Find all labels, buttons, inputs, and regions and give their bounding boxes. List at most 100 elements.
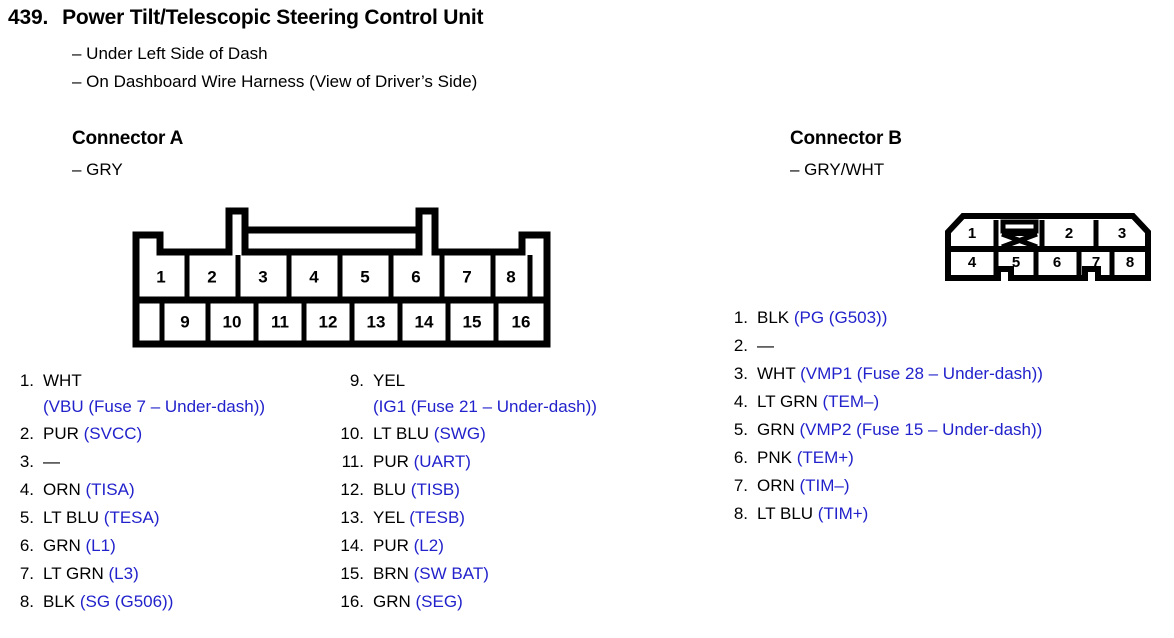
connector-a-bottom-pin-numbers: 9 10 11 12 13 14 15 16 bbox=[180, 312, 530, 331]
subtitle-location: – Under Left Side of Dash bbox=[72, 44, 268, 63]
pin-label-b8: 8 bbox=[1126, 254, 1134, 271]
pin-label-b3: 3 bbox=[1118, 225, 1126, 242]
pin-label-b5: 5 bbox=[1012, 254, 1020, 271]
connector-b-pin-body: WHT (VMP1 (Fuse 28 – Under-dash)) bbox=[757, 360, 1043, 388]
connector-a-pin-signal: (TISB) bbox=[406, 480, 460, 499]
connector-b-pin-wire-color: — bbox=[757, 336, 774, 355]
pin-label-5: 5 bbox=[360, 267, 369, 286]
pin-label-b7: 7 bbox=[1092, 254, 1100, 271]
connector-b-pin-row: 4.LT GRN (TEM–) bbox=[728, 388, 1168, 416]
connector-a-pin-signal: (L3) bbox=[103, 564, 139, 583]
connector-a-pin-body: PUR (UART) bbox=[373, 448, 471, 476]
connector-b-bottom-pin-numbers: 4 5 6 7 8 bbox=[968, 254, 1134, 271]
connector-b-pin-signal: (TIM–) bbox=[794, 476, 850, 495]
connector-a-pin-wire-color: LT BLU bbox=[373, 424, 430, 443]
pin-label-16: 16 bbox=[512, 312, 531, 331]
connector-a-pin-wire-color: PUR bbox=[373, 452, 409, 471]
connector-a-pin-signal: (L2) bbox=[408, 536, 444, 555]
pin-label-10: 10 bbox=[223, 312, 242, 331]
connector-a-pin-index: 9. bbox=[349, 371, 364, 390]
connector-b-pin-row: 8.LT BLU (TIM+) bbox=[728, 500, 1168, 528]
pin-label-9: 9 bbox=[180, 312, 189, 331]
connector-a-pin-body: LT GRN (L3) bbox=[43, 560, 139, 588]
connector-a-pin-index: 6. bbox=[19, 536, 34, 555]
connector-a-pin-body: LT BLU (TESA) bbox=[43, 504, 160, 532]
connector-a-pin-index: 10. bbox=[340, 424, 364, 443]
connector-a-pin-row: 6. GRN (L1) bbox=[14, 532, 344, 560]
connector-a-pin-row: 10. LT BLU (SWG) bbox=[338, 420, 678, 448]
connector-b-pin-row: 2.— bbox=[728, 332, 1168, 360]
connector-a-pin-wire-color: LT BLU bbox=[43, 508, 100, 527]
page-title: Power Tilt/Telescopic Steering Control U… bbox=[62, 6, 484, 29]
connector-a-pin-body: BLU (TISB) bbox=[373, 476, 460, 504]
connector-b-pin-row: 6.PNK (TEM+) bbox=[728, 444, 1168, 472]
connector-a-shell bbox=[132, 207, 551, 348]
blocked-cavity-icon bbox=[1000, 219, 1039, 250]
connector-a-pin-wire-color: GRN bbox=[373, 592, 411, 611]
connector-b-pin-body: LT BLU (TIM+) bbox=[757, 500, 868, 528]
connector-a-pin-signal: (SEG) bbox=[410, 592, 463, 611]
connector-b-pin-body: BLK (PG (G503)) bbox=[757, 304, 887, 332]
pin-label-15: 15 bbox=[463, 312, 482, 331]
connector-a-pin-wire-color: PUR bbox=[373, 536, 409, 555]
connector-a-pin-body: PUR (SVCC) bbox=[43, 420, 142, 448]
connector-b-top-pin-numbers: 1 2 3 bbox=[968, 225, 1126, 242]
pin-label-b2: 2 bbox=[1065, 225, 1073, 242]
connector-b-pin-wire-color: PNK bbox=[757, 448, 792, 467]
pin-label-b1: 1 bbox=[968, 225, 976, 242]
connector-a-pin-index: 2. bbox=[19, 424, 34, 443]
connector-a-pin-signal: (SG (G506)) bbox=[75, 592, 174, 611]
connector-b-pin-signal: (TEM–) bbox=[817, 392, 880, 411]
connector-b-diagram: 1 2 3 4 5 6 7 8 bbox=[944, 212, 1152, 284]
connector-a-pin-wire-color: BRN bbox=[373, 564, 409, 583]
connector-a-pin-body: YEL (TESB) bbox=[373, 504, 465, 532]
connector-b-pin-list: 1.BLK (PG (G503))2.—3.WHT (VMP1 (Fuse 28… bbox=[728, 304, 1168, 528]
connector-b-pin-wire-color: ORN bbox=[757, 476, 795, 495]
connector-a-pin-body: PUR (L2) bbox=[373, 532, 444, 560]
connector-a-pin-index: 16. bbox=[340, 592, 364, 611]
connector-a-pin-wire-color: BLU bbox=[373, 480, 407, 499]
pin-label-8: 8 bbox=[506, 267, 515, 286]
connector-a-pin-signal: (SVCC) bbox=[78, 424, 143, 443]
connector-a-pin-signal: (UART) bbox=[408, 452, 471, 471]
connector-a-pin-index: 13. bbox=[340, 508, 364, 527]
connector-b-pin-index: 5. bbox=[733, 420, 748, 439]
connector-a-pin-row: 8.BLK (SG (G506)) bbox=[14, 588, 344, 616]
connector-a-pin-body: BLK (SG (G506)) bbox=[43, 588, 173, 616]
pin-label-b4: 4 bbox=[968, 254, 977, 271]
connector-b-pin-signal: (TEM+) bbox=[791, 448, 854, 467]
connector-a-pin-row: 11.PUR (UART) bbox=[338, 448, 678, 476]
connector-a-pin-body: GRN (L1) bbox=[43, 532, 116, 560]
item-number: 439. bbox=[8, 6, 49, 29]
connector-b-pin-body: PNK (TEM+) bbox=[757, 444, 854, 472]
connector-a-pin-wire-color: WHT bbox=[43, 371, 82, 390]
connector-a-pin-signal: (TISA) bbox=[80, 480, 135, 499]
connector-b-pin-body: LT GRN (TEM–) bbox=[757, 388, 879, 416]
connector-a-pin-list-col1: 1.WHT(VBU (Fuse 7 – Under-dash))2.PUR (S… bbox=[14, 368, 344, 616]
pin-label-1: 1 bbox=[156, 267, 165, 286]
connector-a-pin-row: 15. BRN (SW BAT) bbox=[338, 560, 678, 588]
title-row: 439. Power Tilt/Telescopic Steering Cont… bbox=[8, 6, 483, 30]
connector-b-pin-index: 1. bbox=[733, 308, 748, 327]
connector-a-pin-signal: (VBU (Fuse 7 – Under-dash)) bbox=[43, 397, 266, 416]
connector-a-pin-row: 9.YEL(IG1 (Fuse 21 – Under-dash)) bbox=[338, 368, 678, 420]
connector-a-bottom-dividers bbox=[159, 303, 499, 341]
connector-a-pin-signal: (L1) bbox=[80, 536, 116, 555]
pin-label-13: 13 bbox=[367, 312, 386, 331]
connector-b-pin-signal: (VMP1 (Fuse 28 – Under-dash)) bbox=[795, 364, 1043, 383]
connector-a-pin-body: GRN (SEG) bbox=[373, 588, 463, 616]
pin-label-b6: 6 bbox=[1053, 254, 1061, 271]
connector-a-pin-index: 12. bbox=[340, 480, 364, 499]
connector-a-top-dividers bbox=[184, 255, 533, 298]
connector-a-pin-wire-color: — bbox=[43, 452, 60, 471]
pin-label-14: 14 bbox=[415, 312, 434, 331]
pin-label-4: 4 bbox=[309, 267, 319, 286]
connector-b-pin-signal: (TIM+) bbox=[813, 504, 869, 523]
connector-a-pin-body: LT BLU (SWG) bbox=[373, 420, 486, 448]
connector-a-pin-index: 15. bbox=[340, 564, 364, 583]
connector-a-pin-row: 5.LT BLU (TESA) bbox=[14, 504, 344, 532]
connector-a-pin-row: 3.— bbox=[14, 448, 344, 476]
subtitle-harness: – On Dashboard Wire Harness (View of Dri… bbox=[72, 72, 478, 91]
connector-a-pin-body: BRN (SW BAT) bbox=[373, 560, 489, 588]
connector-a-pin-index: 14. bbox=[340, 536, 364, 555]
